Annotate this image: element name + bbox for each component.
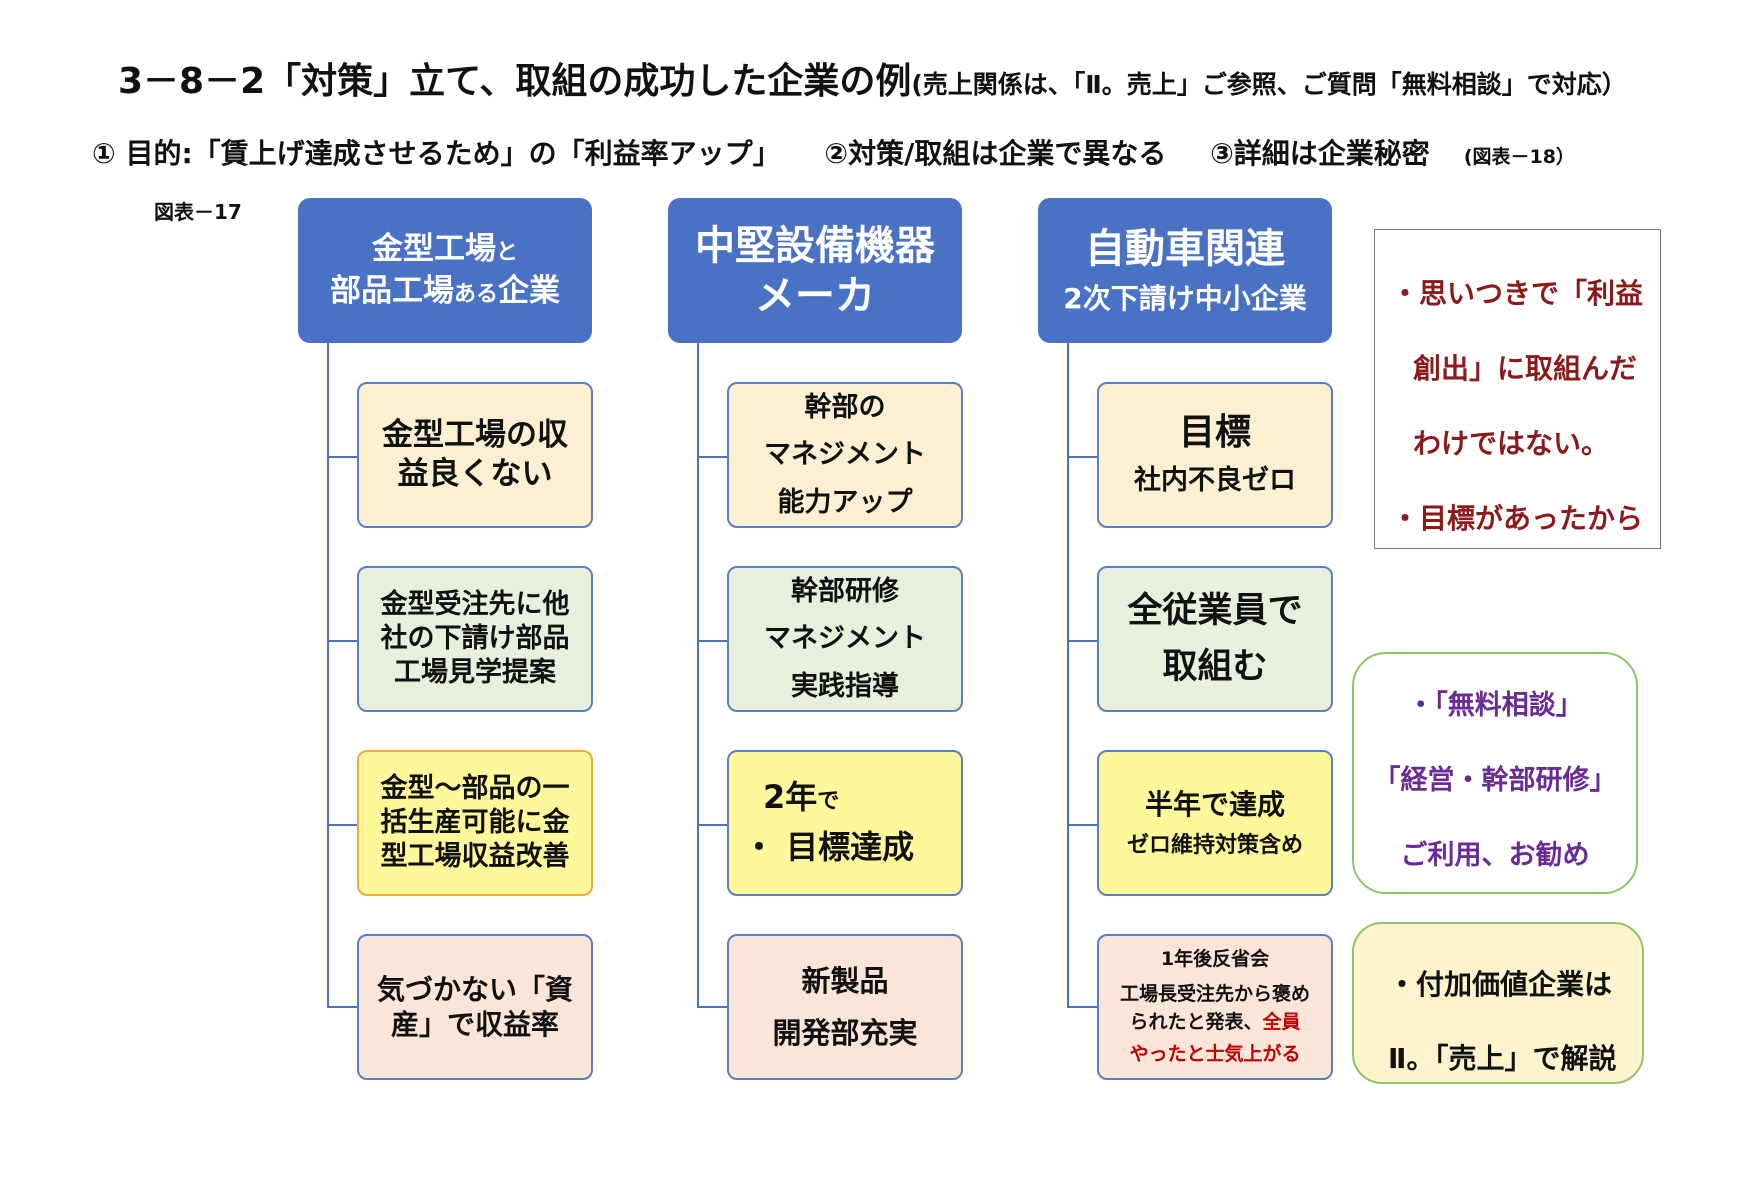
node-text: 能力アップ bbox=[777, 486, 913, 518]
node-mold-unprofitable: 金型工場の収 益良くない bbox=[357, 382, 593, 528]
node-text: 社内不良ゼロ bbox=[1134, 464, 1296, 496]
note-text: ・「無料相談」 bbox=[1407, 690, 1583, 721]
note-goal-driven: ・思いつきで「利益 創出」に取組んだ わけではない。 ・目標があったから bbox=[1374, 229, 1661, 549]
node-review-meeting: 1年後反省会 工場長受注先から褒め られたと発表、全員 やったと士気上がる bbox=[1097, 934, 1333, 1080]
figure-label: 図表－17 bbox=[154, 200, 242, 224]
subtitle-details-text: ③詳細は企業秘密 bbox=[1210, 137, 1430, 170]
header-text: 企業 bbox=[498, 272, 560, 309]
header-text-small: と bbox=[495, 239, 518, 265]
subtitle-row: ① 目的:「賃上げ達成させるため」の「利益率アップ」 ②対策/取組は企業で異なる… bbox=[92, 132, 1609, 172]
node-management-skills: 幹部の マネジメント 能力アップ bbox=[727, 382, 963, 528]
node-text: 新製品 bbox=[801, 963, 889, 998]
node-two-year-goal: 2年で ・ 目標達成 bbox=[727, 750, 963, 896]
connector-branch bbox=[327, 1006, 358, 1008]
node-all-employees: 全従業員で 取組む bbox=[1097, 566, 1333, 712]
connector-branch bbox=[327, 640, 358, 642]
node-text: マネジメント bbox=[764, 439, 926, 471]
node-text: 金型～部品の一 bbox=[380, 773, 570, 805]
note-text: ・目標があったから bbox=[1391, 502, 1644, 535]
note-text: 創出」に取組んだ bbox=[1413, 352, 1638, 385]
node-text: 目標 bbox=[1178, 412, 1251, 454]
connector-branch bbox=[1067, 824, 1098, 826]
connector-branch bbox=[697, 1006, 728, 1008]
page-title-sub: (売上関係は、「Ⅱ。売上」ご参照、ご質問「無料相談」で対応） bbox=[911, 70, 1627, 99]
header-line-2: 2次下請け中小企業 bbox=[1063, 281, 1307, 315]
header-line-1: 金型工場と bbox=[372, 229, 518, 271]
connector-branch bbox=[697, 640, 728, 642]
node-half-year-achieved: 半年で達成 ゼロ維持対策含め bbox=[1097, 750, 1333, 896]
connector-branch bbox=[327, 456, 358, 458]
node-line: 2年で bbox=[743, 773, 839, 823]
node-integrated-production: 金型～部品の一 括生産可能に金 型工場収益改善 bbox=[357, 750, 593, 896]
node-text: 社の下請け部品 bbox=[380, 623, 570, 655]
note-text: わけではない。 bbox=[1413, 427, 1610, 460]
connector-branch bbox=[697, 824, 728, 826]
node-text: 取組む bbox=[1162, 647, 1268, 687]
note-value-added: ・付加価値企業は Ⅱ。「売上」で解説 bbox=[1352, 922, 1644, 1084]
note-text: Ⅱ。「売上」で解説 bbox=[1388, 1042, 1617, 1075]
connector-branch bbox=[1067, 1006, 1098, 1008]
node-text: 気づかない「資 bbox=[376, 973, 573, 1006]
node-executive-training: 幹部研修 マネジメント 実践指導 bbox=[727, 566, 963, 712]
subtitle-details: ③詳細は企業秘密 (図表－18） bbox=[1210, 137, 1609, 170]
note-text: ・付加価値企業は bbox=[1388, 968, 1613, 1001]
node-text: ・ 目標達成 bbox=[743, 828, 915, 866]
note-text: ご利用、お勧め bbox=[1400, 840, 1590, 871]
node-text: 括生産可能に金 bbox=[380, 807, 570, 839]
node-new-product-dev: 新製品 開発部充実 bbox=[727, 934, 963, 1080]
node-text: 1年後反省会 bbox=[1160, 947, 1270, 970]
connector-trunk bbox=[327, 343, 329, 1007]
subtitle-purpose: ① 目的:「賃上げ達成させるため」の「利益率アップ」 bbox=[92, 137, 781, 170]
connector-trunk bbox=[1067, 343, 1069, 1007]
node-text: マネジメント bbox=[764, 623, 926, 655]
node-text: 幹部研修 bbox=[791, 576, 899, 608]
node-text: 幹部の bbox=[804, 392, 886, 424]
connector-trunk bbox=[697, 343, 699, 1007]
column-header-equipment-maker: 中堅設備機器 メーカ bbox=[668, 198, 962, 343]
header-line-1: 自動車関連 bbox=[1085, 225, 1285, 272]
column-header-auto-supplier: 自動車関連 2次下請け中小企業 bbox=[1038, 198, 1332, 343]
node-text-highlight: 全員 bbox=[1262, 1011, 1301, 1033]
node-text: 工場長受注先から褒め bbox=[1119, 983, 1310, 1006]
note-free-consultation: ・「無料相談」 「経営・幹部研修」 ご利用、お勧め bbox=[1352, 652, 1638, 894]
note-text: 「経営・幹部研修」 bbox=[1373, 765, 1617, 796]
node-text: 産」で収益率 bbox=[390, 1008, 559, 1041]
node-text: 金型受注先に他 bbox=[380, 589, 570, 621]
subtitle-details-ref: (図表－18） bbox=[1463, 146, 1575, 168]
node-text: 2年 bbox=[763, 778, 818, 817]
node-text: 実践指導 bbox=[791, 670, 899, 702]
node-text-highlight: やったと士気上がる bbox=[1129, 1042, 1301, 1065]
node-text: 工場見学提案 bbox=[394, 656, 556, 688]
connector-branch bbox=[327, 824, 358, 826]
node-text: ゼロ維持対策含め bbox=[1126, 832, 1303, 858]
node-text-small: で bbox=[817, 789, 840, 815]
header-text-small: ある bbox=[453, 281, 498, 307]
page-title-main: 3－8－2「対策」立て、取組の成功した企業の例 bbox=[118, 61, 912, 102]
node-text: 金型工場の収 bbox=[382, 417, 568, 454]
subtitle-measures: ②対策/取組は企業で異なる bbox=[824, 137, 1167, 170]
header-text: 金型工場 bbox=[371, 230, 496, 267]
node-text: 型工場収益改善 bbox=[380, 840, 570, 872]
page-title: 3－8－2「対策」立て、取組の成功した企業の例(売上関係は、「Ⅱ。売上」ご参照、… bbox=[118, 52, 1678, 104]
node-text: られたと発表、 bbox=[1129, 1011, 1263, 1033]
node-text: 益良くない bbox=[397, 456, 553, 492]
header-line-1: 中堅設備機器 bbox=[695, 222, 935, 269]
node-text: 全従業員で bbox=[1127, 591, 1303, 631]
node-line: られたと発表、全員 bbox=[1129, 1009, 1300, 1037]
connector-branch bbox=[1067, 640, 1098, 642]
column-header-mold-factory: 金型工場と 部品工場ある企業 bbox=[298, 198, 592, 343]
node-text: 半年で達成 bbox=[1144, 788, 1285, 821]
node-hidden-assets: 気づかない「資 産」で収益率 bbox=[357, 934, 593, 1080]
header-line-2: 部品工場ある企業 bbox=[330, 271, 560, 313]
note-text: ・思いつきで「利益 bbox=[1391, 277, 1644, 310]
connector-branch bbox=[1067, 456, 1098, 458]
header-text: 部品工場 bbox=[329, 272, 454, 309]
node-factory-tour-proposal: 金型受注先に他 社の下請け部品 工場見学提案 bbox=[357, 566, 593, 712]
connector-branch bbox=[697, 456, 728, 458]
header-line-2: メーカ bbox=[755, 272, 875, 319]
node-text: 開発部充実 bbox=[772, 1016, 918, 1050]
node-zero-defect-goal: 目標 社内不良ゼロ bbox=[1097, 382, 1333, 528]
